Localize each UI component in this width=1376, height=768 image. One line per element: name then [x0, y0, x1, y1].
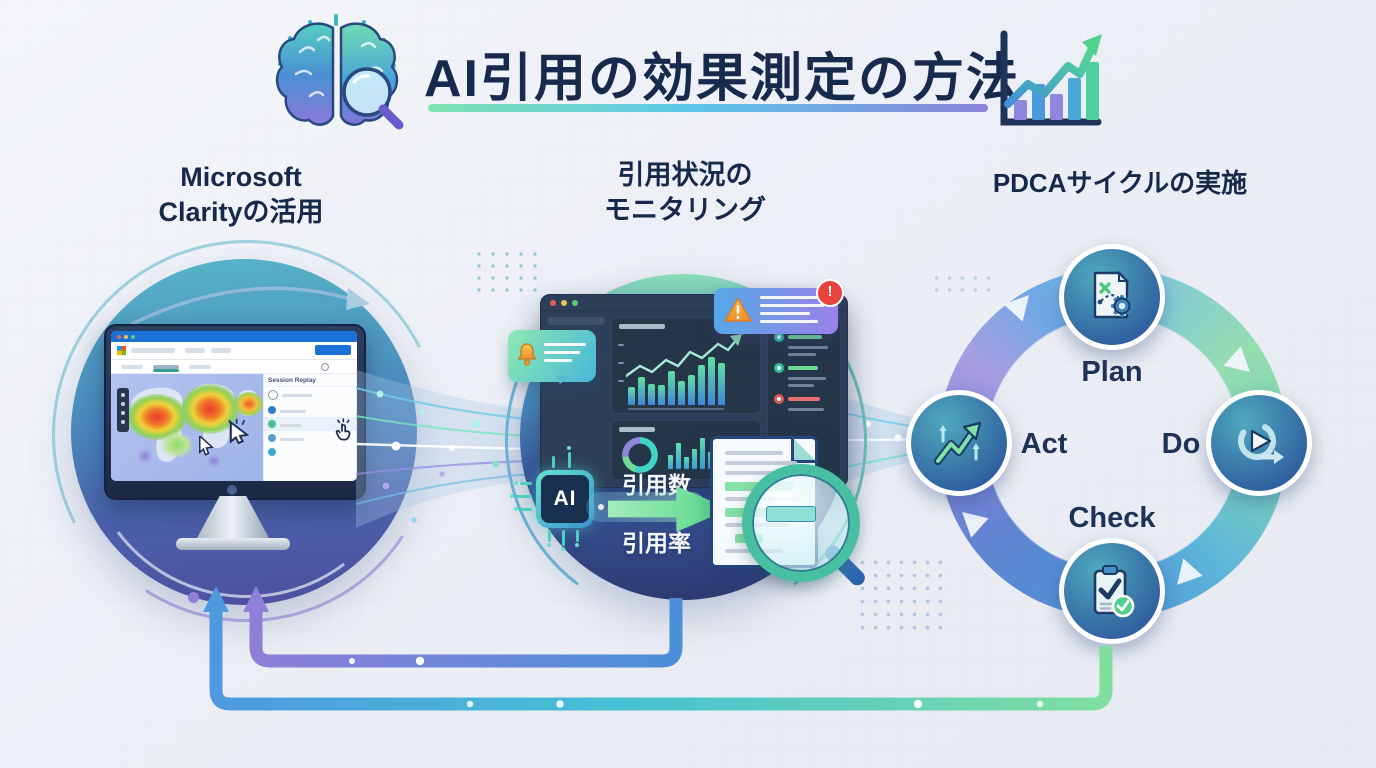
status-item-ok	[774, 363, 834, 387]
decor-purple-dot	[188, 592, 199, 603]
feedback-loops	[203, 586, 1113, 711]
cursor-arrow-icon	[199, 436, 214, 456]
replay-list-item[interactable]	[264, 445, 357, 459]
heatmap-hotspot	[181, 384, 239, 434]
replay-list-item-active[interactable]	[264, 417, 357, 441]
browser-tabs	[111, 360, 357, 374]
pdca-label-plan: Plan	[1081, 356, 1143, 388]
monitor-chin-dot	[227, 485, 237, 495]
dot-grid-top	[472, 248, 546, 294]
pdca-node-plan	[1059, 244, 1165, 350]
play-cycle-icon	[1238, 422, 1284, 464]
dashboard-search[interactable]	[547, 317, 605, 325]
map-toolbar[interactable]	[117, 388, 129, 432]
heatmap-purple-dot	[207, 454, 221, 468]
magnified-highlight	[766, 506, 816, 522]
heatmap-hotspot	[235, 392, 263, 416]
pdca-label-check: Check	[1068, 502, 1156, 534]
metric-citation-rate: 引用率	[622, 530, 691, 556]
magnifier-icon	[742, 464, 860, 582]
monitor-base	[176, 538, 290, 550]
pdca-node-act	[906, 390, 1012, 496]
search-icon[interactable]	[321, 363, 329, 371]
exclamation-badge: !	[816, 279, 844, 307]
monitoring-title-line1: 引用状況の	[617, 160, 753, 190]
trend-line	[626, 334, 742, 378]
bell-icon	[518, 343, 536, 366]
status-item-ok	[774, 332, 834, 356]
replay-list-item[interactable]	[264, 403, 357, 417]
hand-click-icon	[335, 418, 351, 441]
cursor-arrow-click-icon	[228, 418, 249, 445]
session-replay-panel: Session Replay	[263, 374, 357, 481]
section-title-clarity: Microsoft Clarityの活用	[100, 160, 382, 230]
status-item-alert	[774, 394, 834, 411]
clarity-title-line1: Microsoft	[180, 162, 302, 192]
section-title-pdca: PDCAサイクルの実施	[992, 168, 1248, 198]
clipboard-check-icon	[1093, 565, 1135, 618]
browser-toolbar	[111, 342, 357, 360]
active-tab-underline[interactable]	[153, 369, 179, 372]
ai-chip-label: AI	[541, 475, 589, 523]
replay-list-item[interactable]	[264, 431, 357, 445]
dashboard-titlebar	[541, 295, 847, 311]
notification-bubble	[508, 330, 596, 384]
growth-arrow-icon	[934, 421, 982, 465]
heatmap-green-blob	[161, 432, 193, 458]
pdca-label-act: Act	[1020, 428, 1068, 460]
title-underline	[428, 104, 988, 112]
warning-triangle-icon	[724, 297, 752, 322]
strategy-doc-gear-icon	[1093, 270, 1133, 319]
page-title: AI引用の効果測定の方法	[424, 50, 1021, 108]
growth-chart-icon	[1000, 30, 1102, 126]
donut-chart	[622, 437, 658, 473]
session-replay-label: Session Replay	[264, 374, 357, 387]
brain-magnifier-icon	[275, 14, 404, 130]
ai-chip: AI	[536, 470, 594, 528]
browser-titlebar	[111, 331, 357, 342]
heatmap-world-map	[111, 374, 263, 481]
document-fold-corner	[791, 436, 818, 463]
heatmap-purple-dot	[137, 448, 153, 464]
clarity-title-line2: Clarityの活用	[158, 197, 324, 227]
clarity-logo	[117, 346, 126, 355]
section-title-monitoring: 引用状況の モニタリング	[545, 158, 825, 228]
dot-grid-mid	[930, 272, 990, 298]
pdca-label-do: Do	[1161, 428, 1201, 460]
clarity-top-arc-arrow	[130, 286, 370, 326]
pdca-node-check	[1059, 538, 1165, 644]
analytics-dashboard-window	[540, 294, 848, 488]
clarity-browser-screen: Session Replay	[111, 331, 357, 481]
trend-bars	[628, 349, 725, 405]
pdca-node-do	[1206, 390, 1312, 496]
browser-primary-button[interactable]	[315, 345, 351, 355]
monitoring-title-line2: モニタリング	[604, 195, 766, 225]
